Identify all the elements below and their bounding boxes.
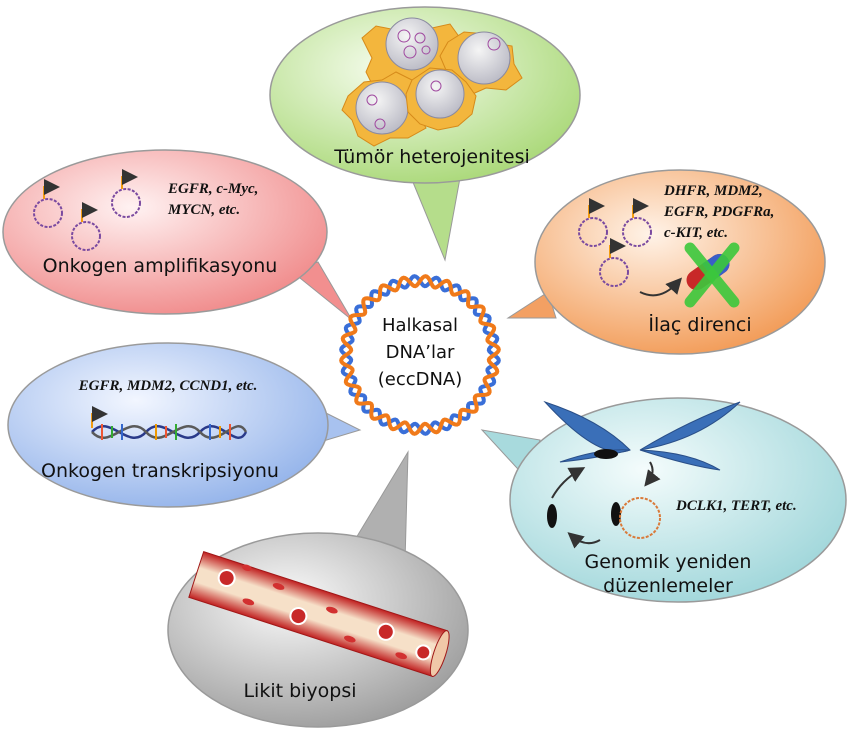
bubble-drug-resistance: DHFR, MDM2, EGFR, PDGFRa, c-KIT, etc. İl… xyxy=(506,169,826,355)
tumor-heterogeneity-label: Tümör heterojenitesi xyxy=(333,146,530,168)
oncogene-transcription-label: Onkogen transkripsiyonu xyxy=(41,460,279,482)
circular-plasmid-icon xyxy=(619,497,661,539)
circular-plasmid-icon xyxy=(111,169,141,218)
eccdna-ring: Halkasal DNA’lar (eccDNA) xyxy=(339,274,501,436)
chromosome-icon xyxy=(543,400,741,471)
circular-plasmid-icon xyxy=(599,238,629,287)
cross-mark-icon xyxy=(684,242,740,308)
arrow-icon xyxy=(551,467,586,499)
oncogene-amplification-label: Onkogen amplifikasyonu xyxy=(43,255,278,277)
genomic-rearrangements-label-line-2: düzenlemeler xyxy=(603,575,733,597)
center-label-line-2: DNA’lar xyxy=(386,342,455,363)
promoter-arrow-icon xyxy=(121,169,138,189)
promoter-arrow-icon xyxy=(609,238,626,258)
tumor-cell-icon xyxy=(405,67,477,131)
genomic-rearrangements-label-line-1: Genomik yeniden xyxy=(585,551,752,573)
circular-plasmid-icon xyxy=(578,198,608,247)
amplification-genes-line-2: MYCN, etc. xyxy=(167,202,240,218)
arrow-icon xyxy=(567,532,601,549)
drug-genes-line-1: DHFR, MDM2, xyxy=(663,183,763,199)
drug-resistance-label: İlaç direnci xyxy=(648,313,751,336)
drug-genes-line-2: EGFR, PDGFRa, xyxy=(663,204,774,220)
bubble-liquid-biopsy: Likit biyopsi xyxy=(167,450,469,728)
arrow-icon xyxy=(639,277,683,297)
tumor-cell-icon xyxy=(341,71,427,147)
promoter-arrow-icon xyxy=(588,198,605,218)
amplification-genes-line-1: EGFR, c-Myc, xyxy=(167,181,258,197)
drug-genes-line-3: c-KIT, etc. xyxy=(664,225,728,241)
genomic-genes: DCLK1, TERT, etc. xyxy=(675,498,797,514)
bubble-genomic-rearrangements: DCLK1, TERT, etc. Genomik yeniden düzenl… xyxy=(480,397,847,603)
transcription-genes: EGFR, MDM2, CCND1, etc. xyxy=(78,378,258,394)
center-label-line-1: Halkasal xyxy=(382,315,458,336)
eccdna-strand-b xyxy=(339,274,501,436)
circular-plasmid-icon xyxy=(33,179,63,228)
promoter-arrow-icon xyxy=(43,179,60,199)
chromosome-fragment-icon xyxy=(547,504,557,528)
circular-plasmid-icon xyxy=(622,198,652,247)
promoter-arrow-icon xyxy=(632,198,649,218)
bubble-oncogene-transcription: EGFR, MDM2, CCND1, etc. Onkogen transkri… xyxy=(7,342,362,508)
bubble-tumor-heterogeneity: Tümör heterojenitesi xyxy=(269,6,581,262)
dna-helix-icon xyxy=(91,424,248,440)
circular-plasmid-icon xyxy=(71,202,101,251)
liquid-biopsy-label: Likit biyopsi xyxy=(243,680,356,702)
bubble-oncogene-amplification: EGFR, c-Myc, MYCN, etc. Onkogen amplifik… xyxy=(2,149,353,321)
center-label-line-3: (eccDNA) xyxy=(378,369,463,390)
promoter-arrow-icon xyxy=(91,406,108,428)
blood-vessel-icon xyxy=(188,550,450,678)
promoter-arrow-icon xyxy=(81,202,98,222)
arrow-icon xyxy=(644,461,661,487)
chromosome-fragment-icon xyxy=(611,502,621,526)
